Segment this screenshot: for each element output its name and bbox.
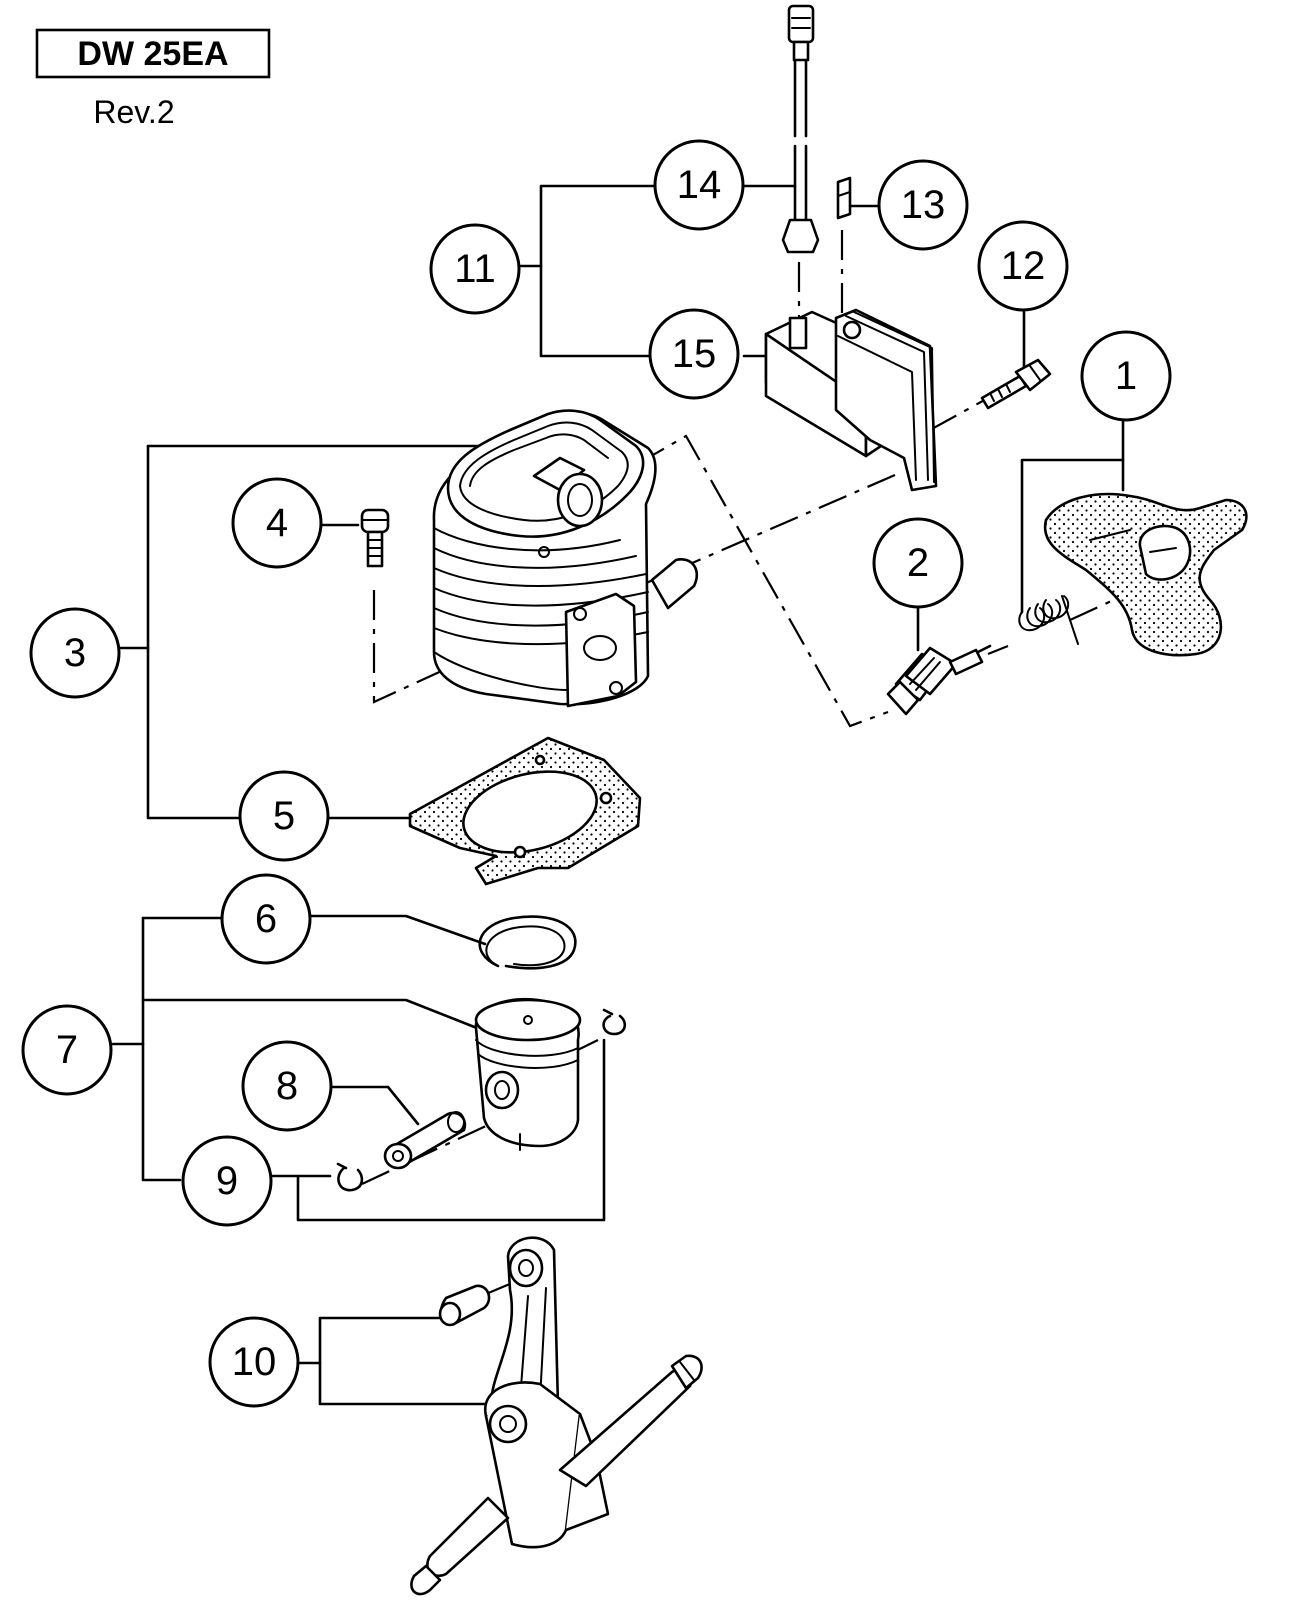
model-title: DW 25EA	[77, 35, 228, 73]
high-tension-cord-icon	[781, 4, 820, 254]
callout-7: 7	[21, 1004, 113, 1096]
callout-14-number: 14	[677, 163, 722, 207]
callout-10-number: 10	[232, 1340, 277, 1384]
callout-4: 4	[231, 477, 323, 569]
cylinder-gasket-icon	[408, 736, 642, 886]
callout-2: 2	[872, 517, 964, 609]
callout-15: 15	[648, 308, 740, 400]
callout-3-number: 3	[64, 631, 86, 675]
key-icon	[836, 176, 852, 220]
callout-6-number: 6	[255, 897, 277, 941]
callout-1: 1	[1080, 330, 1172, 422]
ignition-coil-icon	[764, 308, 938, 492]
callout-15-number: 15	[672, 332, 717, 376]
screw-icon	[360, 508, 390, 568]
callout-14: 14	[653, 139, 745, 231]
callout-13-number: 13	[901, 183, 946, 227]
callout-11: 11	[429, 223, 521, 315]
callout-9-number: 9	[216, 1159, 238, 1203]
callout-1-number: 1	[1115, 354, 1137, 398]
callout-13: 13	[877, 159, 969, 251]
callout-9: 9	[181, 1135, 273, 1227]
spark-plug-cap-icon	[1018, 492, 1248, 657]
piston-ring-icon	[478, 915, 577, 970]
callout-7-number: 7	[56, 1028, 78, 1072]
bolt-icon	[980, 358, 1052, 410]
revision-label: Rev.2	[93, 94, 174, 130]
callout-12: 12	[977, 220, 1069, 312]
callout-10: 10	[208, 1316, 300, 1408]
callout-5-number: 5	[273, 794, 295, 838]
spark-plug-icon	[886, 644, 992, 716]
callout-3: 3	[29, 607, 121, 699]
circlip-icon	[336, 1008, 627, 1192]
piston-pin-icon	[383, 1111, 467, 1170]
callout-4-number: 4	[266, 501, 288, 545]
cylinder-icon	[432, 409, 699, 708]
piston-icon	[474, 997, 582, 1151]
callout-6: 6	[220, 873, 312, 965]
callout-2-number: 2	[907, 541, 929, 585]
callout-8-number: 8	[276, 1064, 298, 1108]
model-box: DW 25EA	[35, 28, 271, 79]
callout-12-number: 12	[1001, 244, 1046, 288]
crankshaft-icon	[410, 1236, 703, 1596]
leader-lines	[111, 184, 1125, 1406]
callout-11-number: 11	[454, 247, 496, 291]
callout-8: 8	[241, 1040, 333, 1132]
callout-5: 5	[238, 770, 330, 862]
